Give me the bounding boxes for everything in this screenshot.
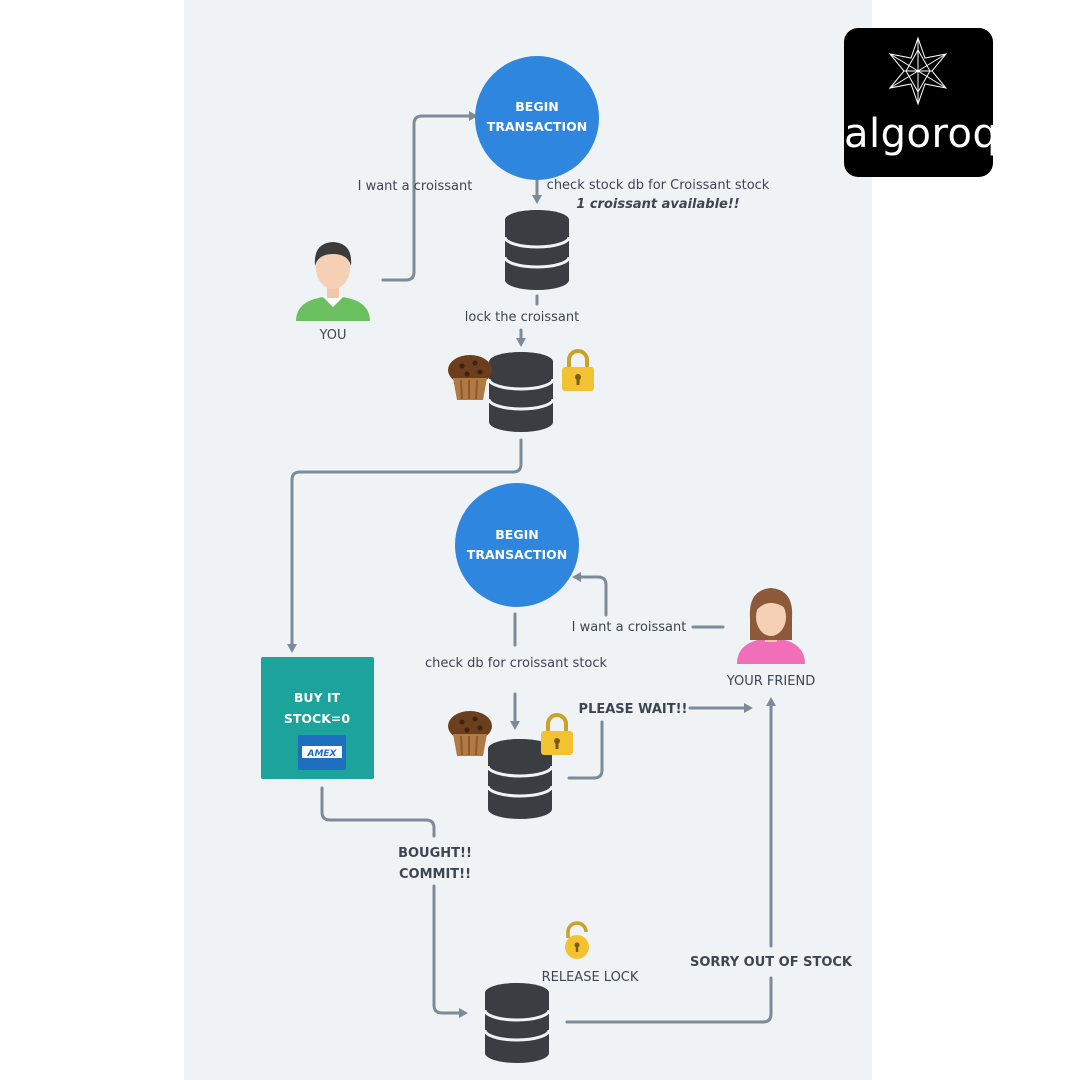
arrow-you-to-begin [381, 114, 472, 282]
label-release-lock: RELEASE LOCK [542, 970, 639, 985]
label-bought: BOUGHT!! [398, 846, 472, 861]
buy-label: BUY IT [294, 690, 341, 705]
muffin-icon [447, 354, 493, 401]
label-want-croissant-friend: I want a croissant [572, 620, 687, 635]
amex-label: AMEX [306, 749, 337, 759]
person-friend-icon [737, 588, 805, 664]
arrow-db2-to-buy [290, 438, 523, 647]
arrow-db3-wait [567, 720, 604, 780]
padlock-locked-icon [560, 349, 596, 393]
transaction-label: TRANSACTION [487, 119, 587, 134]
begin-label: BEGIN [515, 99, 558, 114]
algoroq-logo: algoroq [844, 28, 999, 177]
buy-it-box: BUY IT STOCK=0 AMEX [261, 657, 374, 779]
transaction-label-2: TRANSACTION [467, 547, 567, 562]
label-want-croissant-you: I want a croissant [358, 179, 473, 194]
padlock-unlocked-icon [565, 921, 589, 959]
label-commit: COMMIT!! [399, 867, 471, 882]
database-icon [503, 208, 571, 292]
label-check-stock: check stock db for Croissant stock [547, 178, 770, 193]
database-icon [487, 350, 555, 434]
begin-transaction-node: BEGIN TRANSACTION [475, 56, 599, 180]
label-available: 1 croissant available!! [576, 197, 740, 212]
person-you-icon [296, 242, 370, 321]
muffin-icon [447, 710, 493, 757]
label-you: YOU [319, 328, 347, 343]
star-emblem-icon [888, 36, 948, 106]
label-check-db: check db for croissant stock [425, 656, 608, 671]
stock-label: STOCK=0 [284, 711, 350, 726]
amex-card-icon: AMEX [298, 735, 346, 770]
padlock-locked-icon [539, 713, 575, 757]
arrow-friend-to-begin [578, 575, 608, 617]
label-sorry-out-of-stock: SORRY OUT OF STOCK [690, 955, 853, 970]
arrow-commit-to-db4 [432, 884, 462, 1015]
begin-label-2: BEGIN [495, 527, 538, 542]
label-please-wait: PLEASE WAIT!! [579, 702, 688, 717]
arrow-db4-to-sorry [565, 976, 773, 1024]
label-lock: lock the croissant [465, 310, 579, 325]
begin-transaction-node-2: BEGIN TRANSACTION [455, 483, 579, 607]
label-your-friend: YOUR FRIEND [726, 674, 815, 689]
arrow-buy-to-commit [320, 786, 436, 838]
logo-text: algoroq [844, 111, 999, 157]
database-icon [483, 981, 551, 1065]
